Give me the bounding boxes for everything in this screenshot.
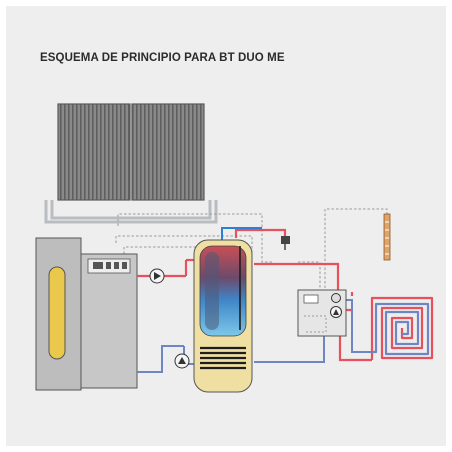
solar-pump-icon — [174, 353, 190, 369]
underfloor-coil-icon — [370, 296, 434, 360]
solar-panel-icon — [57, 103, 205, 201]
diagram-title: ESQUEMA DE PRINCIPIO PARA BT DUO ME — [40, 52, 285, 64]
boiler-pump-icon — [149, 268, 165, 284]
tap-icon — [281, 236, 290, 250]
thermometer-icon — [383, 213, 391, 261]
heating-pump-icon — [330, 306, 342, 318]
pellet-boiler-icon — [35, 237, 138, 391]
supply-pipe — [221, 227, 262, 240]
dhw-tank-icon — [193, 239, 253, 393]
solar-circuit-pipe — [44, 200, 218, 224]
